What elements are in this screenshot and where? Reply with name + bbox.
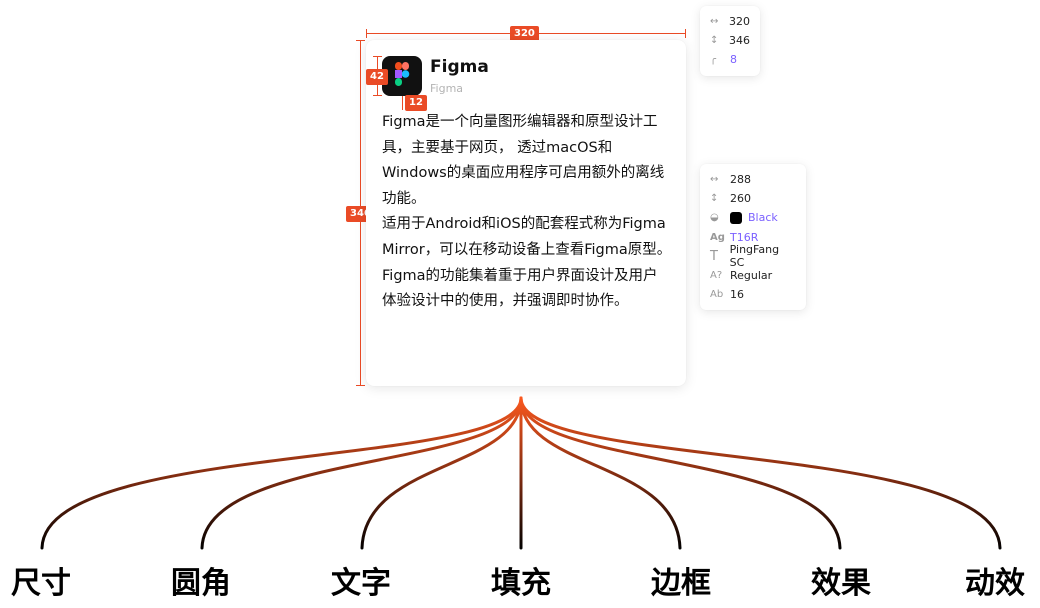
text-spec-weight-value: Regular bbox=[730, 269, 773, 283]
description-paragraph: Figma的功能集着重于用户界面设计及用户体验设计中的使用，并强调即时协作。 bbox=[382, 267, 658, 310]
category-label: 文字 bbox=[331, 566, 391, 601]
figma-logo-icon bbox=[382, 56, 422, 96]
color-swatch bbox=[730, 211, 742, 224]
icon-height-tick-bottom bbox=[373, 95, 382, 96]
width-icon: ↔ bbox=[710, 174, 719, 186]
branch-radius bbox=[200, 396, 523, 550]
icon-gap-measure-line bbox=[402, 96, 403, 110]
icon-size-badge: 42 bbox=[366, 69, 388, 85]
card-spec-panel: ↔ 320 ↕ 346 ╭ 8 bbox=[700, 6, 760, 76]
app-subtitle: Figma bbox=[430, 82, 464, 95]
branch-text bbox=[360, 396, 523, 550]
app-description: Figma是一个向量图形编辑器和原型设计工具，主要基于网页， 透过macOS和W… bbox=[382, 110, 672, 315]
width-icon: ↔ bbox=[710, 16, 719, 28]
category-label: 动效 bbox=[965, 566, 1025, 601]
font-size-icon: Ab bbox=[710, 289, 724, 301]
font-weight-icon: A? bbox=[710, 270, 723, 282]
height-measure-tick-bottom bbox=[356, 385, 365, 386]
spec-width-value: 320 bbox=[729, 15, 750, 29]
width-measure-tick-right bbox=[685, 29, 686, 38]
corner-radius-icon: ╭ bbox=[710, 54, 717, 66]
category-label: 效果 bbox=[811, 566, 871, 601]
text-spec-color-value: Black bbox=[748, 211, 778, 225]
width-measure-tick-left bbox=[366, 29, 367, 38]
category-label: 边框 bbox=[651, 566, 711, 601]
icon-height-tick-top bbox=[373, 56, 382, 57]
text-spec-style-value: T16R bbox=[730, 230, 759, 244]
spec-height-value: 346 bbox=[729, 34, 750, 48]
description-paragraph: Figma是一个向量图形编辑器和原型设计工具，主要基于网页， 透过macOS和W… bbox=[382, 114, 665, 207]
width-badge: 320 bbox=[510, 26, 539, 42]
text-spec-width-value: 288 bbox=[730, 173, 751, 187]
icon-gap-badge: 12 bbox=[405, 95, 427, 111]
height-icon: ↕ bbox=[710, 35, 719, 47]
text-spec-font-value: PingFang SC bbox=[729, 243, 780, 270]
branch-motion bbox=[519, 396, 1002, 550]
fill-drop-icon: ◒ bbox=[710, 212, 719, 224]
branch-border bbox=[519, 396, 682, 550]
spec-radius-value: 8 bbox=[730, 53, 737, 67]
branch-size bbox=[40, 396, 523, 550]
description-paragraph: 适用于Android和iOS的配套程式称为Figma Mirror，可以在移动设… bbox=[382, 216, 672, 258]
branch-effect bbox=[519, 396, 842, 550]
category-label: 尺寸 bbox=[11, 566, 71, 601]
text-spec-height-value: 260 bbox=[730, 192, 751, 206]
text-spec-panel: ↔ 288 ↕ 260 ◒ Black Ag T16R T PingFang S… bbox=[700, 164, 806, 311]
category-label: 填充 bbox=[491, 566, 551, 601]
height-measure-tick-top bbox=[356, 40, 365, 41]
text-style-icon: Ag bbox=[710, 231, 725, 243]
font-family-icon: T bbox=[710, 248, 718, 264]
app-name: Figma bbox=[430, 57, 489, 77]
category-label: 圆角 bbox=[171, 566, 231, 601]
text-spec-size-value: 16 bbox=[730, 288, 744, 302]
height-icon: ↕ bbox=[710, 193, 719, 205]
